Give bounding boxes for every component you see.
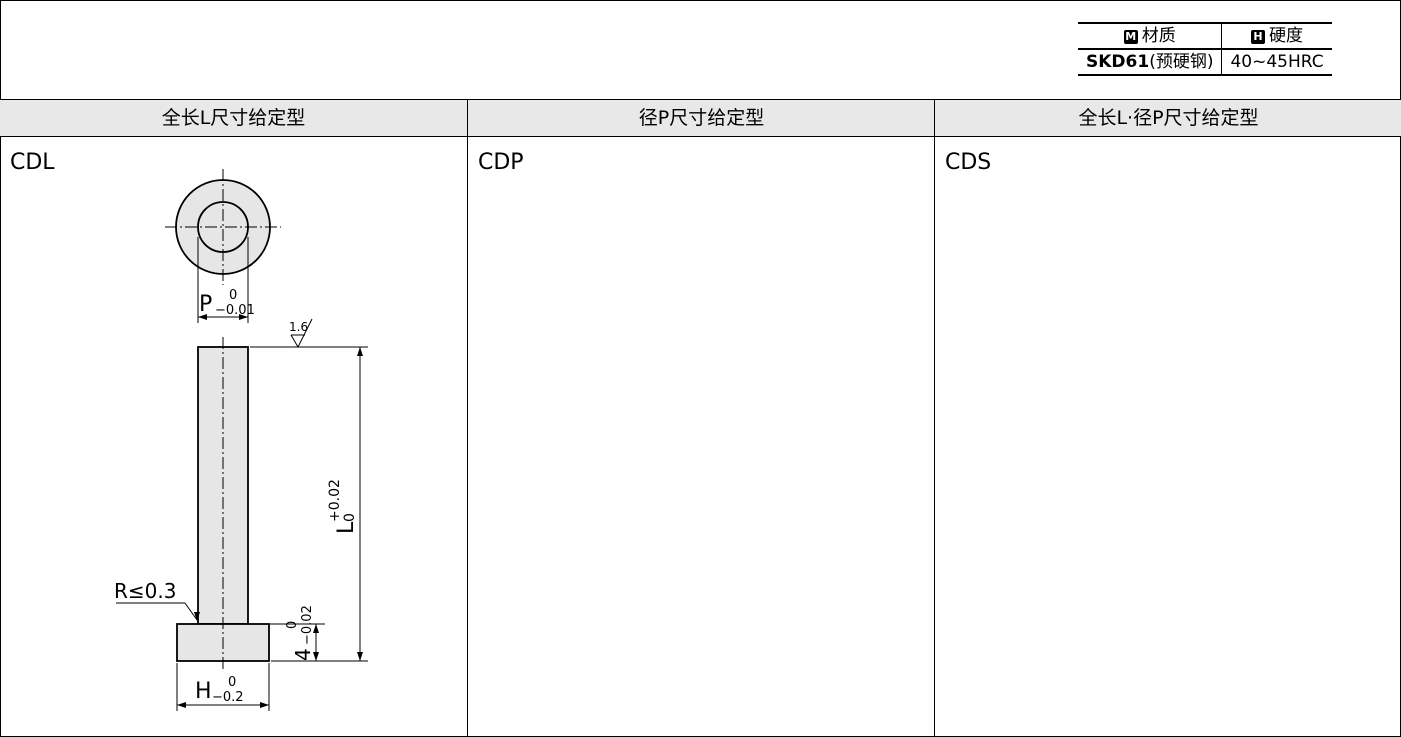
dimension-arrow [260, 702, 269, 708]
product-code: CDL [10, 150, 55, 175]
roughness-symbol [290, 334, 299, 348]
head-dimension-lower-tolerance: −0.02 [300, 605, 315, 645]
radius-note: R≤0.3 [114, 579, 176, 603]
dimension-arrow [357, 347, 363, 356]
spec-body-row: SKD61(预硬钢) 40~45HRC [1078, 48, 1332, 76]
section-title: 全长L·径P尺寸给定型 [935, 100, 1401, 137]
p-dimension-letter: P [199, 292, 212, 317]
l-dimension-letter: L [334, 521, 359, 534]
leader-line [184, 602, 198, 621]
dimension-arrow [198, 314, 207, 320]
section-title: 径P尺寸给定型 [468, 100, 935, 137]
p-dimension-upper-tolerance: 0 [229, 288, 237, 303]
dimension-arrow [357, 652, 363, 661]
material-note: (预硬钢) [1149, 52, 1214, 72]
dimension-arrow [239, 314, 248, 320]
h-dimension-upper-tolerance: 0 [228, 675, 236, 690]
h-dimension-letter: H [195, 679, 212, 704]
dimension-arrow [313, 652, 319, 661]
material-cell: SKD61(预硬钢) [1078, 48, 1223, 76]
product-code: CDP [478, 150, 524, 175]
leader-arrow [194, 612, 200, 621]
dimension-arrow [177, 702, 186, 708]
material-header: 材质 [1141, 26, 1176, 46]
l-dimension-upper-tolerance: +0.02 [327, 479, 343, 522]
product-code: CDS [945, 150, 992, 175]
material-badge: M [1123, 30, 1138, 44]
head-dimension-upper-tolerance: 0 [285, 621, 300, 629]
section-title: 全长L尺寸给定型 [0, 100, 467, 137]
roughness-value: 1.6 [289, 320, 308, 334]
p-dimension-lower-tolerance: −0.01 [215, 303, 255, 318]
h-dimension-lower-tolerance: −0.2 [212, 690, 244, 705]
hardness-value: 40~45HRC [1221, 48, 1332, 76]
roughness-symbol [297, 318, 313, 348]
material-code: SKD61 [1086, 52, 1150, 72]
head-dimension-letter: 4 [291, 648, 315, 661]
section-cdp: 径P尺寸给定型 CDP P0−0.01L+5+0.1R≤0.340−0.02H0… [467, 99, 935, 737]
l-dimension-lower-tolerance: 0 [342, 513, 358, 522]
section-cds: 全长L·径P尺寸给定型 CDS P0−0.011.6L+0.020R≤0.340… [934, 99, 1401, 737]
hardness-badge: H [1251, 30, 1266, 44]
hardness-header: 硬度 [1269, 26, 1304, 46]
dimension-arrow [313, 624, 319, 633]
